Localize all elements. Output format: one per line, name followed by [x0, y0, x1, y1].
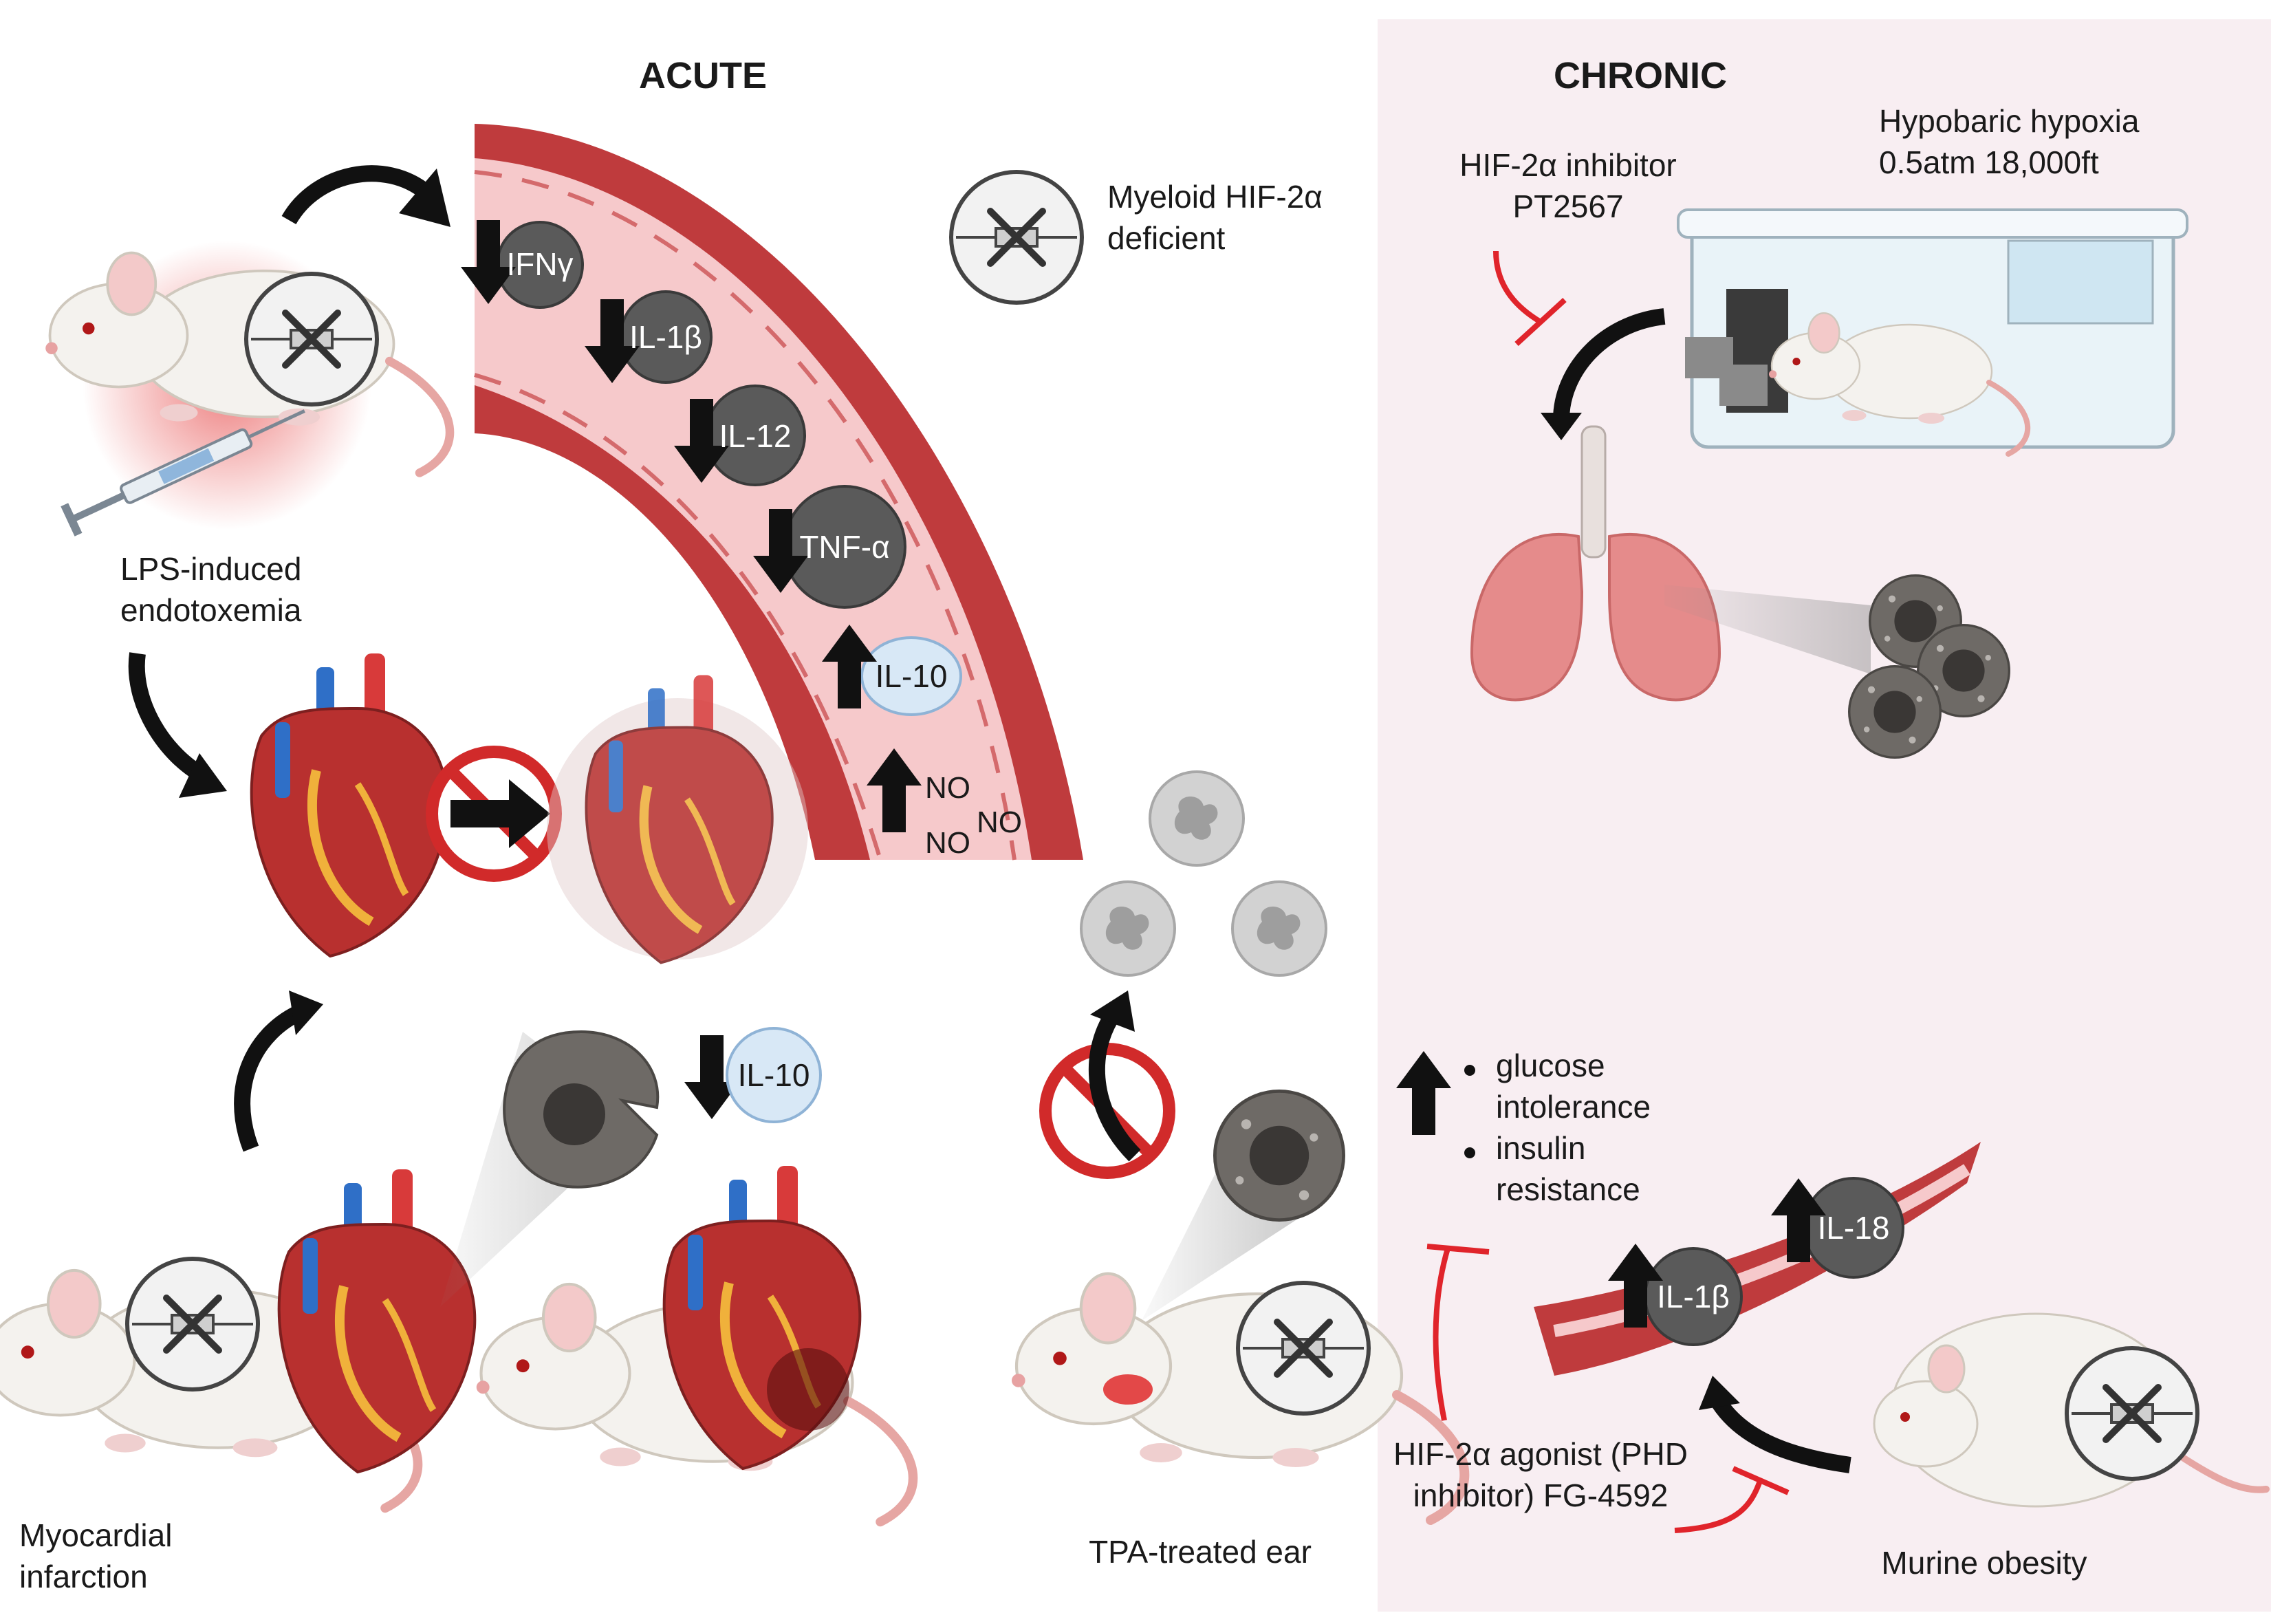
- mi-label-line2: infarction: [19, 1559, 148, 1594]
- tpa-label: TPA-treated ear: [1089, 1534, 1312, 1570]
- chronic-heading: CHRONIC: [1554, 55, 1727, 96]
- inhibitor-label-line1: HIF-2α inhibitor: [1459, 147, 1676, 183]
- blocked-arrow-icon: [450, 779, 550, 848]
- arrow-to-vessel-icon: [1713, 1398, 1851, 1473]
- cytokine-label: IL-1β: [1657, 1279, 1730, 1314]
- knockout-icon-lps: [246, 274, 377, 404]
- arrow-up-icon: [234, 1003, 307, 1152]
- obesity-cytokine-il18: IL-18: [1771, 1177, 1904, 1279]
- arrow-to-heart-icon: [128, 652, 210, 785]
- macrophage-icon: [503, 1030, 660, 1189]
- agonist-label-line2: inhibitor) FG-4592: [1413, 1477, 1669, 1513]
- arrow-up-icon: [1088, 1013, 1141, 1162]
- cytokine-ifng: IFNγ: [461, 220, 584, 309]
- bullet-2-line1: insulin: [1496, 1130, 1585, 1166]
- cytokine-il10-up: IL-10: [822, 625, 962, 716]
- lungs-illustration: [1470, 425, 1721, 702]
- cytokine-label: IL-10: [876, 658, 948, 694]
- inhibition-line-icon: [1674, 1477, 1763, 1533]
- inflamed-ear: [1103, 1374, 1153, 1405]
- knockout-icon-mi: [127, 1259, 258, 1389]
- legend-line1: Myeloid HIF-2α: [1107, 179, 1323, 215]
- hypoxia-label-line1: Hypobaric hypoxia: [1879, 103, 2140, 139]
- neutrophil-icon: [1231, 880, 1327, 977]
- inhibition-line-icon: [1493, 250, 1543, 325]
- cytokine-il1b: IL-1β: [585, 290, 713, 384]
- hypoxia-label-line2: 0.5atm 18,000ft: [1879, 144, 2099, 180]
- cytokine-label: IL-1β: [629, 319, 702, 355]
- lps-label-line2: endotoxemia: [120, 592, 302, 628]
- neutrophil-icon: [1080, 880, 1176, 977]
- cytokine-label: IFNγ: [506, 246, 573, 282]
- bullet-1-line1: glucose: [1496, 1048, 1605, 1083]
- lps-mouse-group: [45, 241, 450, 537]
- bullet-dot: [1464, 1147, 1475, 1158]
- legend-line2: deficient: [1107, 220, 1226, 256]
- no-label: NO: [925, 771, 970, 805]
- macrophage-icon: [1215, 1091, 1343, 1220]
- knockout-icon-obesity: [2067, 1348, 2197, 1479]
- hypoxia-chamber-illustration: [1677, 208, 2188, 454]
- neutrophil-icon: [1149, 770, 1245, 867]
- syringe-icon: [61, 409, 305, 537]
- arrow-to-lungs-icon: [1553, 308, 1666, 420]
- no-label: NO: [977, 805, 1022, 839]
- cytokine-label: IL-10: [738, 1057, 810, 1093]
- nitric-oxide-up: NO NO NO: [867, 748, 1022, 860]
- bullet-1-line2: intolerance: [1496, 1089, 1651, 1125]
- mi-il10-down: IL-10: [684, 1027, 822, 1123]
- bullet-2-line2: resistance: [1496, 1171, 1640, 1207]
- cytokine-label: IL-18: [1818, 1210, 1890, 1246]
- bullet-dot: [1464, 1065, 1475, 1076]
- obesity-cytokine-il1b: IL-1β: [1608, 1244, 1743, 1346]
- no-label: NO: [925, 826, 970, 860]
- inhibitor-label-line2: PT2567: [1512, 188, 1623, 224]
- cytokine-label: IL-12: [719, 418, 792, 454]
- mi-label-line1: Myocardial: [19, 1517, 172, 1553]
- agonist-label-line1: HIF-2α agonist (PHD: [1393, 1436, 1688, 1472]
- acute-heading: ACUTE: [639, 55, 767, 96]
- inhibition-line-icon: [1433, 1247, 1450, 1421]
- cytokine-label: TNF-α: [799, 529, 889, 565]
- cytokine-il12: IL-12: [674, 385, 806, 486]
- lps-label-line1: LPS-induced: [120, 551, 301, 587]
- legend-knockout-icon: [951, 172, 1082, 303]
- knockout-icon-tpa: [1238, 1283, 1369, 1414]
- cytokine-tnfa: TNF-α: [753, 485, 906, 609]
- macrophage-icon: [1847, 665, 1942, 759]
- obesity-label: Murine obesity: [1881, 1545, 2087, 1581]
